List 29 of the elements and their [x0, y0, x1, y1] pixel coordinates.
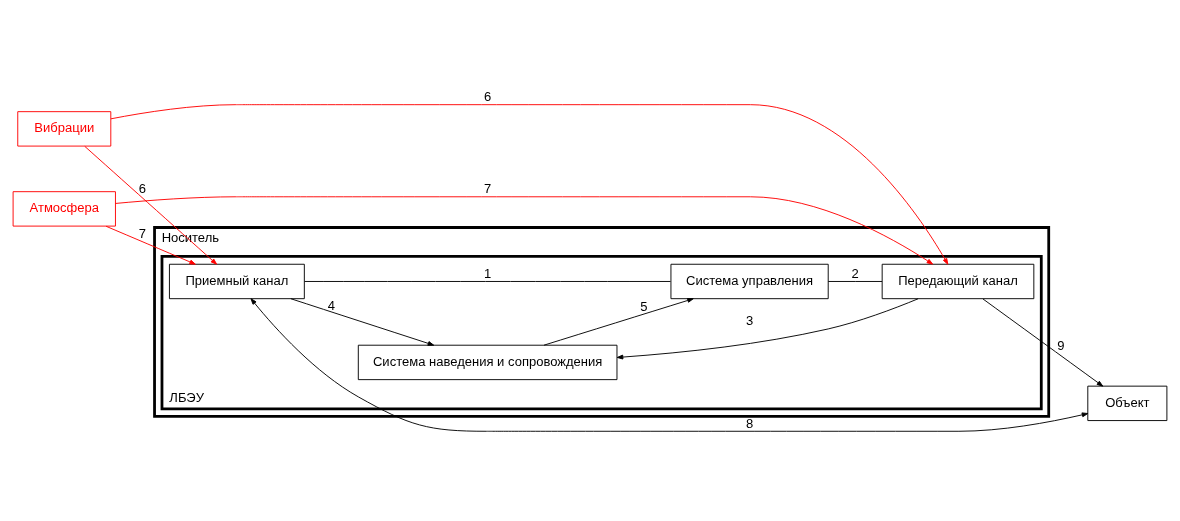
edge-label: 2 — [851, 265, 859, 281]
connector — [304, 280, 671, 282]
edge-label: 1 — [484, 265, 492, 281]
arrow — [290, 297, 435, 346]
edge-label: 4 — [327, 297, 335, 313]
node-box: Приемный канал — [168, 263, 305, 299]
edge-label: 8 — [745, 415, 754, 431]
arrow — [250, 297, 1089, 432]
edge-label: 9 — [1057, 337, 1065, 353]
node-box: Объект — [1087, 385, 1168, 421]
edge-label: 7 — [484, 180, 492, 196]
connector — [827, 280, 883, 282]
arrow — [616, 297, 919, 359]
node-box: Вибрации — [17, 110, 112, 147]
edge-label: 5 — [640, 298, 648, 314]
node-box: Атмосфера — [12, 190, 116, 227]
edge-label: 6 — [484, 88, 492, 104]
edge-label: 3 — [745, 312, 754, 328]
arrow — [110, 103, 949, 265]
arrow — [84, 145, 218, 265]
arrow — [982, 297, 1104, 387]
node-box: Передающий канал — [881, 263, 1035, 299]
arrow — [105, 225, 196, 265]
node-box: Система управления — [670, 263, 829, 299]
arrow — [543, 297, 694, 346]
arrow — [115, 195, 934, 265]
edge-label: 6 — [138, 180, 147, 196]
node-box: Система наведения и сопровождения — [357, 344, 618, 380]
edge-label: 7 — [138, 225, 147, 241]
